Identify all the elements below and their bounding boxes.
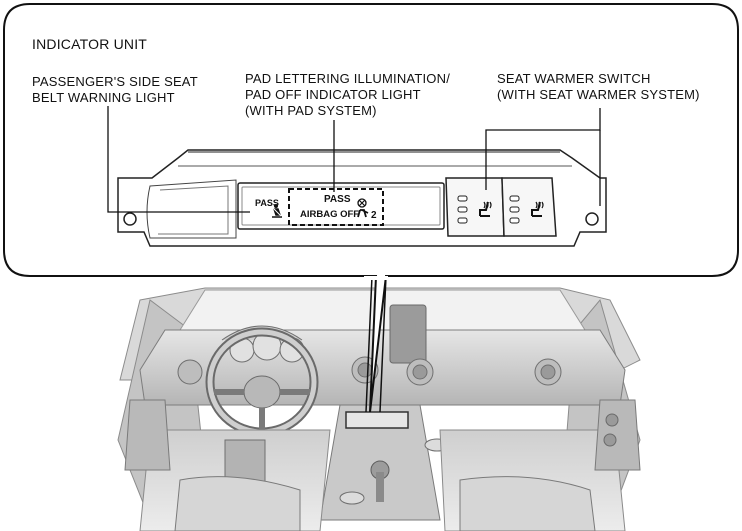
heater-level-lamps-left bbox=[457, 195, 468, 224]
pass-small-text: PASS bbox=[255, 198, 279, 208]
seat-number-text: 2 bbox=[371, 210, 377, 221]
seat-heater-icon bbox=[531, 201, 544, 217]
airbag-off-text: AIRBAG OFF bbox=[300, 209, 359, 220]
leader-lines bbox=[107, 106, 601, 213]
seat-warmer-label: SEAT WARMER SWITCH (WITH SEAT WARMER SYS… bbox=[497, 71, 700, 103]
seat-heater-icon bbox=[479, 201, 492, 217]
belt-warning-label-line2: BELT WARNING LIGHT bbox=[32, 90, 175, 105]
airbag-off-icon bbox=[357, 198, 369, 218]
leader-belt bbox=[107, 106, 250, 213]
pad-label-line1: PAD LETTERING ILLUMINATION/ bbox=[245, 71, 451, 86]
indicator-unit-title: INDICATOR UNIT bbox=[32, 36, 148, 52]
heater-level-lamps-right bbox=[509, 195, 520, 224]
pass-large-text: PASS bbox=[324, 194, 351, 205]
pad-label-line2: PAD OFF INDICATOR LIGHT bbox=[245, 87, 421, 102]
leader-heat-left bbox=[485, 108, 601, 190]
belt-warning-label-line1: PASSENGER'S SIDE SEAT bbox=[32, 74, 198, 89]
pad-indicator-label: PAD LETTERING ILLUMINATION/ PAD OFF INDI… bbox=[245, 71, 450, 119]
seatbelt-person-icon bbox=[272, 204, 282, 218]
pad-label-line3: (WITH PAD SYSTEM) bbox=[245, 103, 377, 118]
seat-warmer-label-line1: SEAT WARMER SWITCH bbox=[497, 71, 651, 86]
car-interior-illustration bbox=[117, 287, 641, 531]
seat-warmer-label-line2: (WITH SEAT WARMER SYSTEM) bbox=[497, 87, 700, 102]
belt-warning-label: PASSENGER'S SIDE SEAT BELT WARNING LIGHT bbox=[32, 74, 198, 106]
indicator-unit-panel: PASS PASS AIRBAG OFF 2 bbox=[117, 149, 607, 247]
